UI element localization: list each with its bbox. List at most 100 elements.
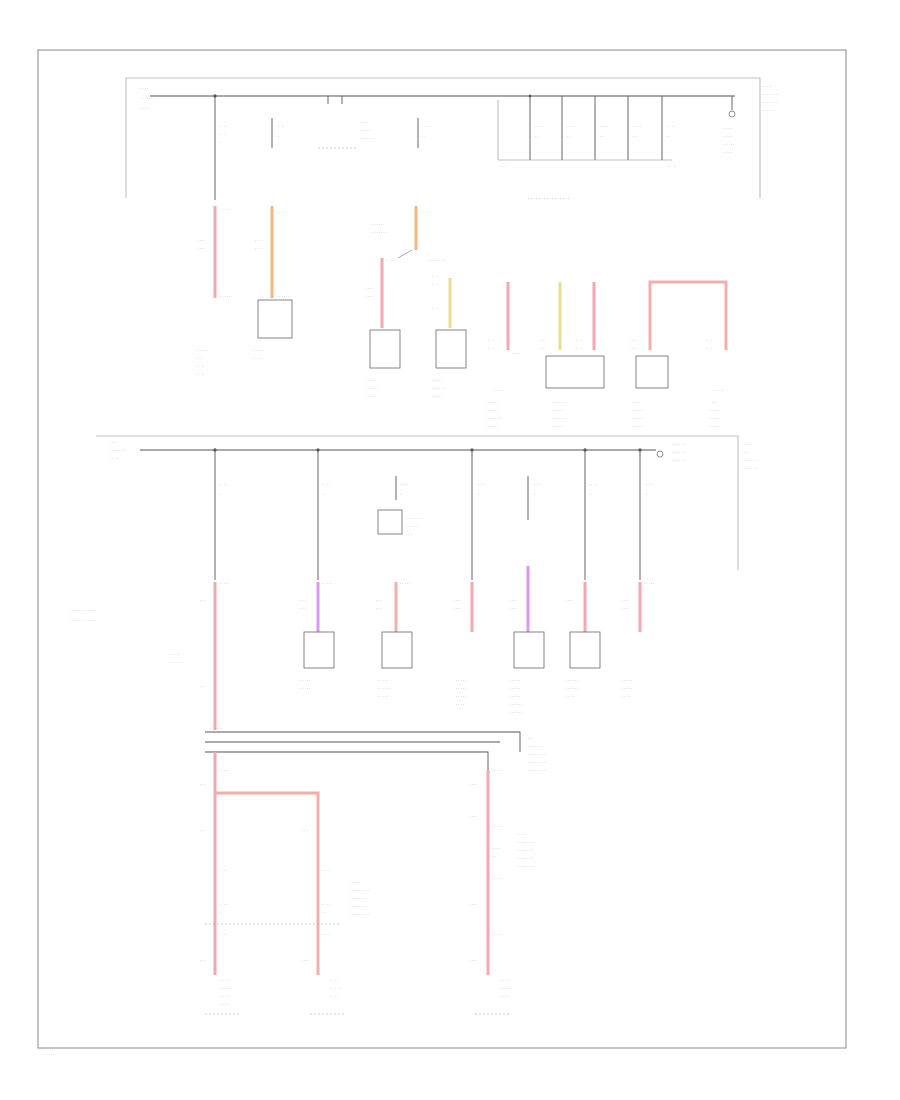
svg-text:· · ·: · · · xyxy=(706,347,712,351)
svg-text:· · · ·: · · · · xyxy=(322,903,330,907)
svg-text:· · · · ·: · · · · · xyxy=(366,395,376,399)
svg-text:· · · ·: · · · · xyxy=(322,869,330,873)
svg-text:· · · · · ·: · · · · · · xyxy=(552,409,565,413)
svg-text:· · · ·: · · · · xyxy=(276,125,284,129)
svg-text:· · · · · · · ·: · · · · · · · · xyxy=(742,459,759,463)
bottom-section: · · · · · · · · · · · · · · · · · · · · … xyxy=(200,727,547,1015)
svg-text:· · · ·: · · · · xyxy=(219,869,227,873)
svg-text:· · · ·: · · · · xyxy=(589,483,597,487)
top-section: · · · · · · · · · · · · · · · · · · · · … xyxy=(125,77,779,429)
svg-text:· · · · ·: · · · · · xyxy=(494,389,504,393)
svg-text:· · · ·: · · · · xyxy=(535,125,543,129)
svg-text:· · ·: · · · xyxy=(622,607,628,611)
svg-text:· · ·: · · · xyxy=(510,599,516,603)
svg-text:· · ·: · · · xyxy=(576,347,582,351)
svg-text:· · · · · · · ·: · · · · · · · · xyxy=(406,517,423,521)
svg-text:· · · ·: · · · · xyxy=(512,352,520,356)
svg-text:· · · · · ·: · · · · · · xyxy=(708,409,721,413)
svg-text:· · · · · · ·: · · · · · · · xyxy=(552,401,567,405)
svg-text:· · · · ·: · · · · · xyxy=(350,881,360,885)
svg-text:· · · · · ·: · · · · · · xyxy=(632,425,645,429)
svg-text:· · ·: · · · xyxy=(500,165,506,169)
svg-text:· · · ·: · · · · xyxy=(400,483,408,487)
svg-text:· · · · ·: · · · · · xyxy=(622,687,632,691)
svg-text:· · · · · · ·: · · · · · · · xyxy=(360,137,375,141)
svg-text:· · ·: · · · xyxy=(432,283,438,287)
svg-text:· · ·: · · · xyxy=(110,441,116,445)
svg-text:· · · · · · · ·: · · · · · · · · xyxy=(528,753,545,757)
svg-text:· · ·: · · · xyxy=(300,599,306,603)
svg-text:· · · · · · ·: · · · · · · · xyxy=(372,231,387,235)
svg-text:· · · · ·: · · · · · xyxy=(44,1053,54,1057)
svg-text:· · · · · · · ·: · · · · · · · · xyxy=(350,897,367,901)
svg-text:· · · · ·: · · · · · xyxy=(492,933,502,937)
svg-text:· · · ·: · · · · xyxy=(633,125,641,129)
svg-text:· · · · · · · ·: · · · · · · · · xyxy=(428,259,445,263)
svg-text:· · · · ·: · · · · · xyxy=(300,679,310,683)
svg-text:· · ·: · · · xyxy=(528,737,534,741)
svg-text:· · · ·: · · · · xyxy=(724,135,732,139)
svg-text:· · ·: · · · xyxy=(219,133,225,137)
svg-text:· · · ·: · · · · xyxy=(196,365,204,369)
svg-text:· · ·: · · · xyxy=(454,599,460,603)
svg-text:· · · ·: · · · · xyxy=(110,457,118,461)
svg-text:· · · · · ·: · · · · · · xyxy=(566,679,579,683)
svg-text:· ·: · · xyxy=(276,135,279,139)
svg-text:· · · ·: · · · · xyxy=(724,127,732,131)
svg-text:· · ·: · · · xyxy=(630,339,636,343)
svg-text:· · · ·: · · · · xyxy=(360,121,368,125)
svg-text:· · · · · · · · ·: · · · · · · · · · xyxy=(516,865,535,869)
svg-text:· · · · · ·: · · · · · · xyxy=(566,687,579,691)
svg-text:· · · · · ·: · · · · · · xyxy=(500,987,513,991)
svg-text:· · · ·: · · · · xyxy=(140,87,148,91)
svg-text:· · ·: · · · xyxy=(470,815,476,819)
svg-text:· · ·: · · · xyxy=(200,599,206,603)
svg-text:· · ·: · · · xyxy=(622,599,628,603)
svg-text:· · · · ·: · · · · · xyxy=(432,395,442,399)
svg-text:· · · · · ·: · · · · · · xyxy=(170,661,183,665)
svg-text:· · · · · · · · ·: · · · · · · · · · xyxy=(528,761,547,765)
svg-text:· · ·: · · · xyxy=(200,829,206,833)
svg-text:· · ·: · · · xyxy=(302,829,308,833)
svg-text:· ·: · · xyxy=(422,135,425,139)
svg-text:· · · · ·: · · · · · xyxy=(714,389,724,393)
svg-text:· · · · · ·: · · · · · · xyxy=(140,97,153,101)
svg-text:· · · · · · ·: · · · · · · · xyxy=(486,417,501,421)
svg-text:· · · · · · · ·: · · · · · · · · xyxy=(516,849,533,853)
svg-text:· · · · ·: · · · · · xyxy=(492,877,502,881)
svg-text:· · · · · ·: · · · · · · xyxy=(220,987,233,991)
svg-text:· · · · · · · · · · · ·: · · · · · · · · · · · · xyxy=(70,619,96,623)
svg-text:· · · ·: · · · · xyxy=(219,903,227,907)
svg-text:· · · · · ·: · · · · · · xyxy=(432,387,445,391)
svg-text:· · · · ·: · · · · · xyxy=(219,769,229,773)
svg-text:· · · ·: · · · · xyxy=(622,695,630,699)
svg-text:· · · · ·: · · · · · xyxy=(644,582,654,586)
svg-text:· · · · · ·: · · · · · · xyxy=(762,109,775,113)
svg-text:· · · · · ·: · · · · · · xyxy=(672,451,685,455)
svg-text:· · · · ·: · · · · · xyxy=(378,679,388,683)
svg-text:· · · · · ·: · · · · · · xyxy=(708,417,721,421)
svg-text:· · · · · ·: · · · · · · xyxy=(406,525,419,529)
svg-text:· · ·: · · · xyxy=(432,275,438,279)
svg-text:· ·: · · xyxy=(219,141,222,145)
svg-text:· ·: · · xyxy=(322,493,325,497)
svg-text:· · ·: · · · xyxy=(454,607,460,611)
svg-text:· · · · ·: · · · · · xyxy=(277,211,287,215)
svg-text:· · · · · · ·: · · · · · · · xyxy=(552,417,567,421)
svg-text:· · ·: · · · xyxy=(200,685,206,689)
svg-text:· · · · · ·: · · · · · · xyxy=(210,727,223,731)
svg-text:· · · · ·: · · · · · xyxy=(456,687,466,691)
svg-text:· ·: · · xyxy=(644,493,647,497)
svg-text:· · · ·: · · · · xyxy=(667,125,675,129)
svg-text:· · · ·: · · · · xyxy=(632,401,640,405)
svg-text:· ·: · · xyxy=(532,493,535,497)
svg-text:· · · · · ·: · · · · · · xyxy=(510,703,523,707)
svg-text:· · · ·: · · · · xyxy=(322,933,330,937)
svg-text:· · · · ·: · · · · · xyxy=(762,85,772,89)
svg-text:· · ·: · · · xyxy=(200,959,206,963)
svg-text:· · · ·: · · · · xyxy=(500,995,508,999)
svg-text:· · · · · ·: · · · · · · xyxy=(486,425,499,429)
diagram-frame xyxy=(37,49,847,1049)
svg-text:· · ·: · · · xyxy=(366,287,372,291)
